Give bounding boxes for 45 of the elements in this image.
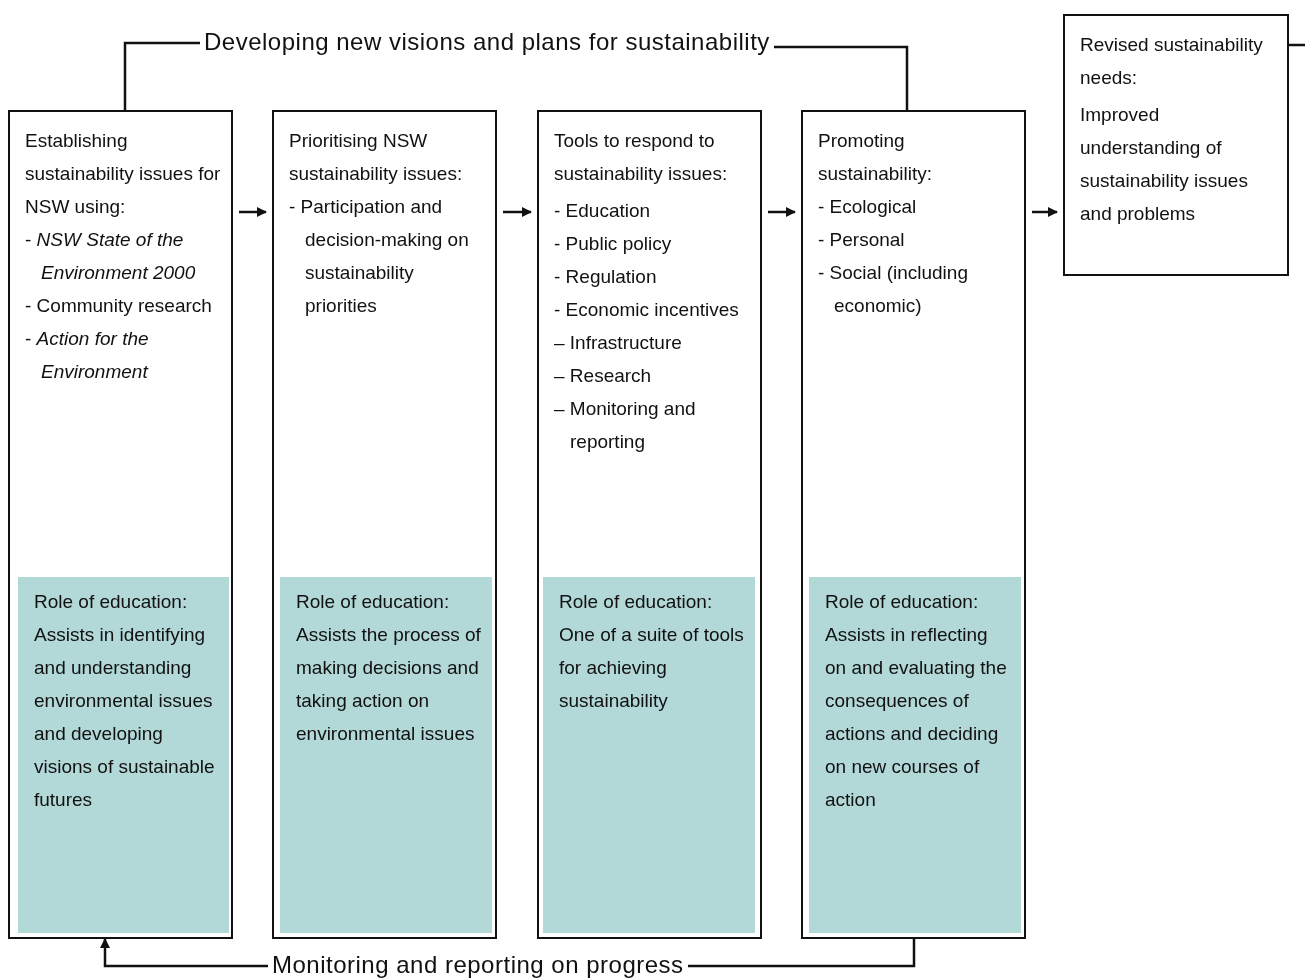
list-item: – Research [554, 364, 653, 388]
box-heading: Establishing sustainability issues for NSW using: [25, 129, 222, 219]
column-box [801, 110, 1026, 939]
info-panel [809, 577, 1021, 933]
body-text: Assists the process of making decisions and taking action on environmental issues [296, 623, 482, 746]
list-item: - Action for the Environment [25, 327, 150, 384]
list-item: – Infrastructure [554, 331, 683, 355]
list-item: - Community research [25, 294, 213, 318]
arrow [239, 207, 267, 217]
list-item: - Social (including economic) [818, 261, 969, 318]
body-text: Assists in identifying and understanding environmental issues and developing visions of sustainable futures [34, 623, 216, 812]
column-box [272, 110, 497, 939]
body-text: Improved understanding of sustainability issues and problems [1080, 103, 1249, 226]
list-item: - Personal [818, 228, 906, 252]
list-item: - Participation and decision-making on sustainability priorities [289, 195, 470, 318]
body-text: Assists in reflecting on and evaluating the consequences of actions and deciding on new courses of action [825, 623, 1008, 812]
arrow [503, 207, 532, 217]
arrow [768, 207, 796, 217]
connector-line [773, 45, 909, 110]
list-item: - Education [554, 199, 652, 223]
list-item: - Public policy [554, 232, 673, 256]
list-item: - Ecological [818, 195, 918, 219]
connector-line [123, 41, 200, 110]
panel-heading: Role of education: [296, 590, 451, 614]
box-heading: Prioritising NSW sustainability issues: [289, 129, 464, 186]
box-heading: Tools to respond to sustainability issues: [554, 129, 729, 186]
info-panel [543, 577, 755, 933]
list-item: - NSW State of the Environment 2000 [25, 228, 197, 285]
box-heading: Revised sustainability needs: [1080, 33, 1264, 90]
list-item: - Regulation [554, 265, 658, 289]
result-box [1063, 14, 1289, 276]
column-box [537, 110, 762, 939]
arrow [1032, 207, 1058, 217]
list-item: - Economic incentives [554, 298, 740, 322]
connector-line [687, 939, 916, 968]
panel-heading: Role of education: [559, 590, 714, 614]
column-box [8, 110, 233, 939]
list-item: – Monitoring and reporting [554, 397, 697, 454]
box-heading: Promoting sustainability: [818, 129, 934, 186]
info-panel [280, 577, 492, 933]
arrow [100, 938, 268, 968]
panel-heading: Role of education: [34, 590, 189, 614]
panel-heading: Role of education: [825, 590, 980, 614]
info-panel [18, 577, 229, 933]
body-text: One of a suite of tools for achieving sustainability [559, 623, 745, 713]
